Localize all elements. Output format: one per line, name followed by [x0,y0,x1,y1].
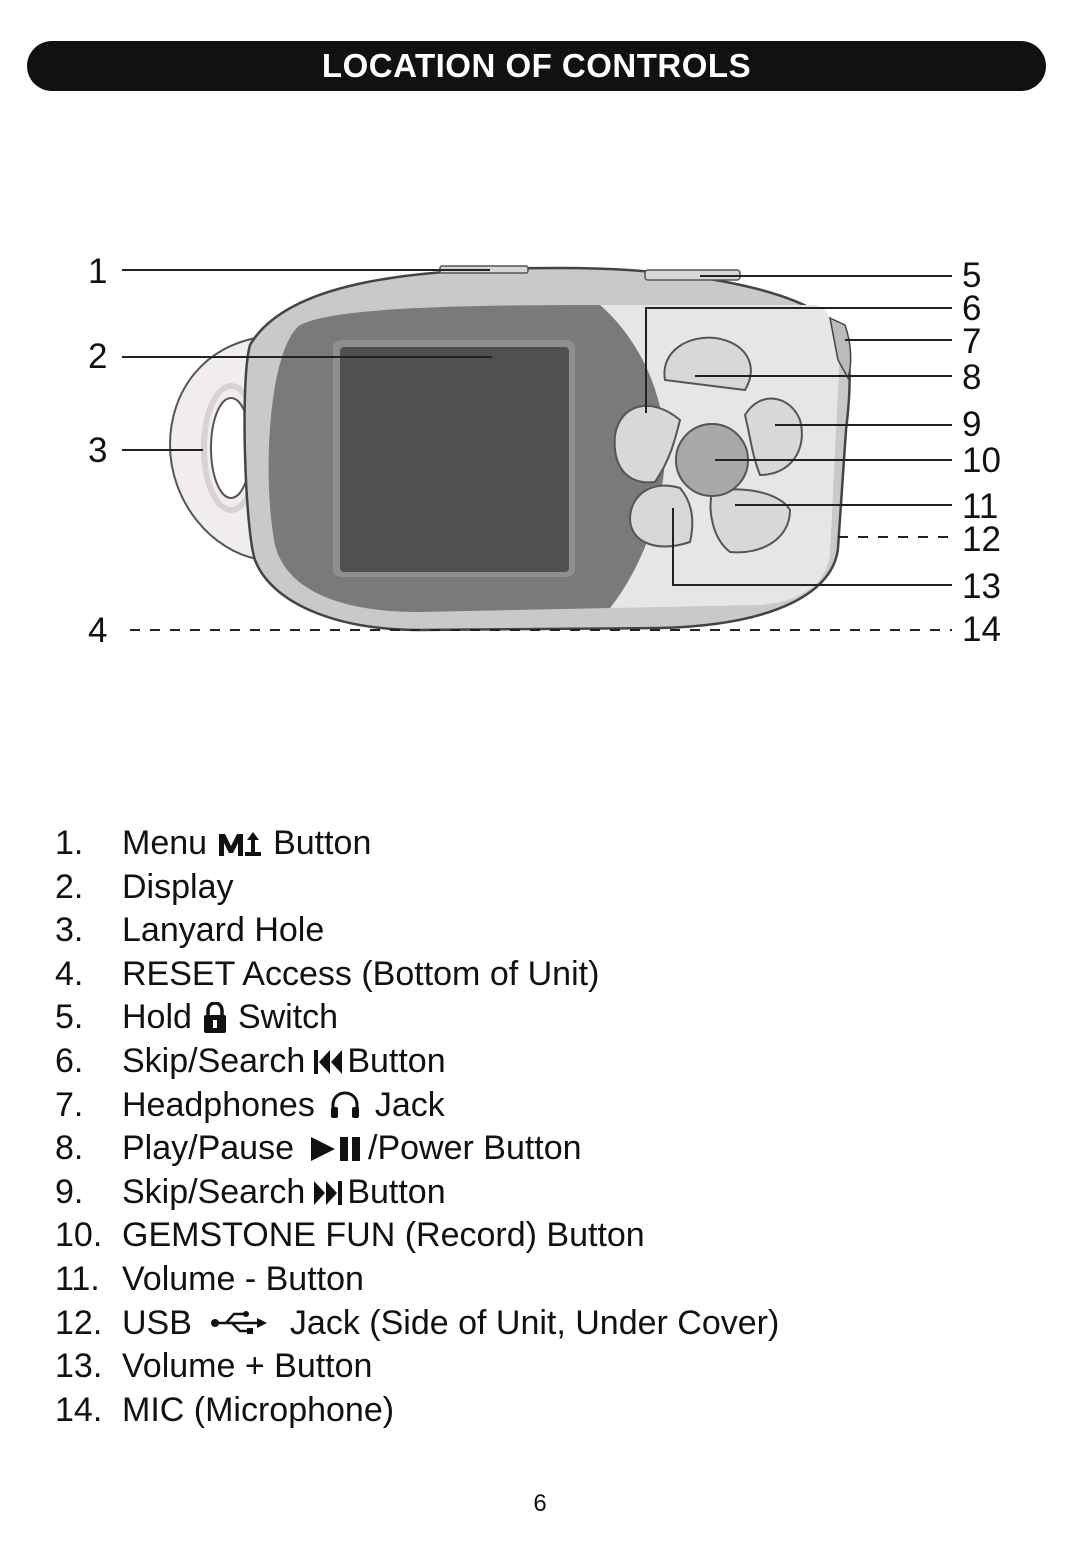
list-item: 14. MIC (Microphone) [55,1389,1055,1433]
item-label: USB [122,1303,192,1342]
callout-6: 6 [962,289,981,328]
display-screen [340,347,569,572]
list-item: 6. Skip/Search Button [55,1040,1055,1084]
skip-forward-petal [743,397,803,477]
headphones-jack [828,316,852,380]
device-diagram: 1 2 3 4 5 6 7 8 9 10 11 12 13 14 [0,230,1080,670]
item-label: Skip/Search [122,1172,306,1211]
callout-3: 3 [88,431,107,470]
item-number: 9. [55,1172,84,1211]
section-title-bar: LOCATION OF CONTROLS [27,41,1046,91]
list-item: 10. GEMSTONE FUN (Record) Button [55,1214,1055,1258]
item-label-suffix: Button [273,824,372,862]
callout-14: 14 [962,610,1001,649]
item-label-suffix: Jack [374,1085,445,1124]
item-label: Skip/Search [122,1041,306,1080]
item-label-suffix: /Power Button [368,1129,582,1168]
skip-back-icon [313,1047,343,1077]
list-item: 9. Skip/Search Button [55,1171,1055,1215]
list-item: 3. Lanyard Hole [55,909,1055,953]
list-item: 5. Hold Switch [55,996,1055,1040]
play-pause-icon [310,1134,366,1164]
skip-back-petal [613,404,682,484]
item-label-suffix: Button [347,1041,446,1080]
item-label: Lanyard Hole [122,911,325,950]
item-number: 5. [55,998,84,1037]
item-number: 8. [55,1129,84,1168]
callout-5: 5 [962,256,981,295]
volume-plus-petal [628,484,694,548]
list-item: 11. Volume - Button [55,1258,1055,1302]
item-number: 4. [55,954,84,993]
usb-icon [210,1309,268,1337]
item-number: 3. [55,911,84,950]
item-label: Hold [122,998,192,1037]
list-item: 8. Play/Pause /Power Button [55,1127,1055,1171]
callout-7: 7 [962,322,981,361]
item-label: GEMSTONE FUN (Record) Button [122,1216,645,1255]
item-label: Volume - Button [122,1259,364,1298]
item-number: 12. [55,1303,103,1342]
item-number: 14. [55,1390,103,1429]
item-label: MIC (Microphone) [122,1390,395,1429]
callout-1: 1 [88,252,107,291]
item-label: Play/Pause [122,1129,294,1168]
callout-12: 12 [962,520,1001,559]
list-item: 1. Menu Button [55,822,1055,866]
item-label: RESET Access (Bottom of Unit) [122,954,600,993]
item-label: Headphones [122,1085,315,1124]
list-item: 2. Display [55,866,1055,910]
list-item: 4. RESET Access (Bottom of Unit) [55,953,1055,997]
skip-forward-icon [313,1178,343,1208]
item-label: Display [122,867,234,906]
item-label-suffix: Jack (Side of Unit, Under Cover) [289,1303,780,1342]
controls-list: 1. Menu Button 2. Display 3. Lanyard Hol… [55,822,1055,1432]
item-number: 7. [55,1085,84,1124]
item-number: 6. [55,1041,84,1080]
list-item: 13. Volume + Button [55,1345,1055,1389]
callout-2: 2 [88,337,107,376]
headphones-icon [329,1090,361,1120]
item-number: 11. [55,1259,100,1298]
device-illustration: 1 2 3 4 5 6 7 8 9 10 11 12 13 14 [88,252,1001,650]
callout-8: 8 [962,358,981,397]
item-number: 10. [55,1216,103,1255]
item-number: 1. [55,824,84,862]
item-label-suffix: Switch [237,998,339,1037]
callout-9: 9 [962,405,981,444]
page-title: LOCATION OF CONTROLS [321,47,752,84]
list-item: 12. USB Jack (Side of Unit, Under Cover) [55,1302,1055,1346]
callout-10: 10 [962,441,1001,480]
item-number: 13. [55,1347,103,1386]
callout-4: 4 [88,611,107,650]
callout-13: 13 [962,567,1001,606]
list-item: 7. Headphones Jack [55,1084,1055,1128]
item-label-suffix: Button [347,1172,446,1211]
lock-icon [202,1002,228,1034]
page-number: 6 [533,1490,547,1517]
callout-11: 11 [962,487,998,526]
menu-m-icon [217,830,263,858]
item-label: Volume + Button [122,1347,373,1386]
item-label: Menu [122,824,208,862]
item-number: 2. [55,867,84,906]
